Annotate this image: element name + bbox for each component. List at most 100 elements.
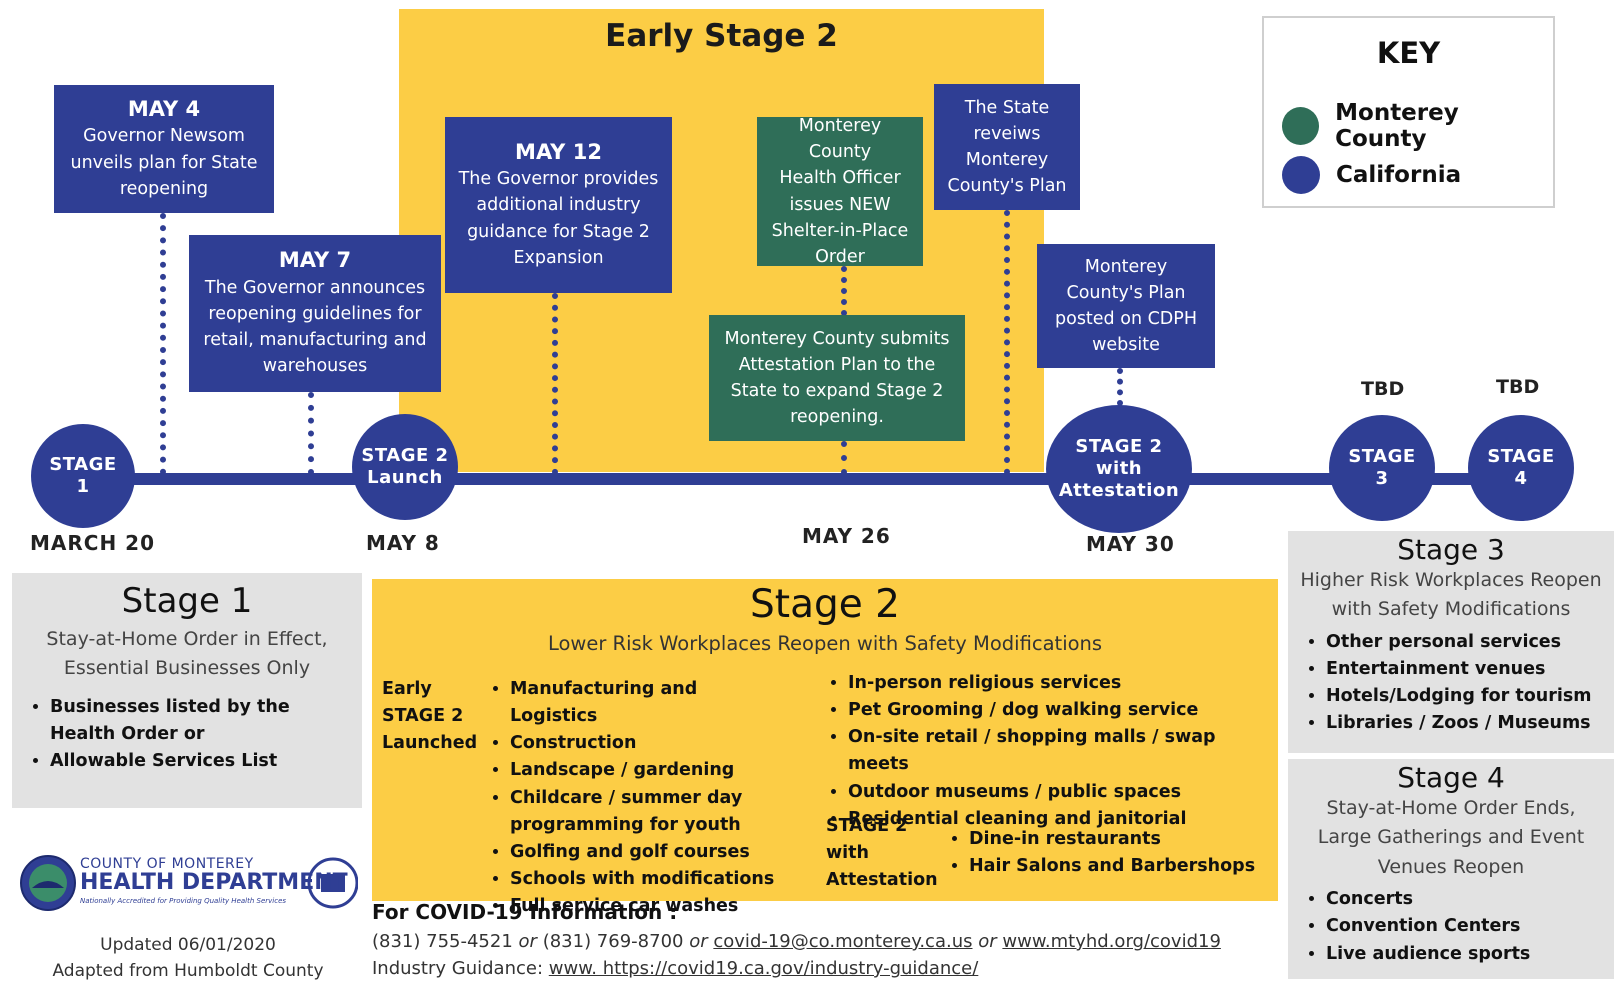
event-text: posted on CDPH	[1055, 309, 1197, 329]
or-text: or	[689, 931, 708, 952]
event-text: additional industry	[476, 195, 641, 216]
event-text: Monterey County	[798, 115, 882, 162]
key-label: California	[1336, 162, 1462, 188]
stage2-more-bullets: In-person religious services Pet Groomin…	[824, 670, 1264, 833]
panel-subtitle: Stay-at-Home Order in Effect,	[46, 628, 328, 650]
stage2-attestation-label: STAGE 2 with Attestation	[826, 813, 938, 894]
may7-connector	[308, 392, 314, 475]
updated-line: Adapted from Humboldt County	[52, 961, 324, 982]
green-dot-icon	[1282, 107, 1320, 145]
event-text: Monterey	[965, 150, 1049, 170]
logo-line2: HEALTH DEPARTMENT	[80, 870, 348, 895]
list-item: Full service car washes	[510, 893, 776, 920]
event-text: retail, manufacturing and	[203, 330, 427, 351]
list-item: Manufacturing and Logistics	[510, 676, 776, 730]
side-label: with	[826, 843, 869, 864]
blue-dot-icon	[1282, 156, 1320, 194]
panel-title: Stage 4	[1397, 761, 1505, 794]
legend-key: KEY Monterey County California	[1262, 16, 1555, 208]
industry-label: Industry Guidance:	[372, 958, 544, 979]
stage4-panel: Stage 4 Stay-at-Home Order Ends, Large G…	[1288, 759, 1614, 979]
stage1-panel: Stage 1 Stay-at-Home Order in Effect, Es…	[12, 573, 362, 808]
side-label: Launched	[382, 733, 478, 754]
event-text: The Governor announces	[204, 277, 426, 298]
list-item: Landscape / gardening	[510, 757, 776, 784]
event-text: reopening.	[790, 407, 884, 428]
panel-subtitle: with Safety Modifications	[1331, 598, 1571, 621]
list-item: Hair Salons and Barbershops	[969, 853, 1265, 880]
milestone-label: STAGE	[49, 454, 117, 476]
list-item: Concerts	[1326, 886, 1606, 913]
milestone-label: Launch	[367, 467, 443, 488]
side-label: Attestation	[826, 870, 938, 891]
list-item: Hotels/Lodging for tourism	[1326, 683, 1606, 710]
event-text: State to expand Stage 2	[730, 381, 944, 401]
panel-title: Stage 2	[750, 582, 900, 627]
event-text: Governor Newsom	[83, 126, 245, 147]
phone-1: (831) 755-4521	[372, 931, 513, 952]
health-department-logo: COUNTY OF MONTEREY HEALTH DEPARTMENT Nat…	[18, 852, 359, 914]
website-link[interactable]: www.mtyhd.org/covid19	[1002, 931, 1221, 952]
list-item: Construction	[510, 730, 776, 757]
event-text: warehouses	[262, 356, 368, 377]
list-item: Childcare / summer day programming for y…	[510, 785, 776, 839]
key-label: Monterey County	[1335, 100, 1459, 152]
milestone-label: STAGE 2	[1075, 436, 1163, 458]
stage2-panel	[372, 579, 1278, 901]
panel-subtitle: Essential Businesses Only	[63, 657, 311, 680]
event-may7: MAY 7 The Governor announces reopening g…	[189, 235, 441, 392]
event-posted-cdph: Monterey County's Plan posted on CDPH we…	[1037, 244, 1215, 368]
state-reviews-connector	[1004, 210, 1010, 475]
tbd-stage4: TBD	[1496, 376, 1540, 398]
early-stage2-launched-label: Early STAGE 2 Launched	[382, 676, 477, 757]
event-text: Order	[815, 247, 865, 267]
panel-subtitle: Large Gatherings and Event	[1317, 826, 1585, 849]
milestone-label: 4	[1514, 468, 1528, 489]
side-label: STAGE 2	[826, 816, 908, 836]
list-item: On-site retail / shopping malls / swap m…	[848, 724, 1264, 778]
shelter-connector	[841, 266, 847, 316]
event-text: Shelter-in-Place	[771, 220, 909, 241]
email-link[interactable]: covid-19@co.monterey.ca.us	[713, 931, 973, 952]
milestone-label: 3	[1375, 468, 1389, 489]
or-text: or	[978, 931, 997, 952]
industry-guidance-line: Industry Guidance: www. https://covid19.…	[372, 958, 978, 979]
event-text: Monterey	[1084, 256, 1168, 277]
event-date: MAY 12	[515, 139, 602, 164]
or-text: or	[518, 931, 537, 952]
may4-connector	[160, 213, 166, 475]
attestation-connector	[841, 441, 847, 475]
industry-link[interactable]: www. https://covid19.ca.gov/industry-gui…	[548, 958, 979, 979]
event-date: MAY 7	[278, 248, 352, 273]
event-shelter-in-place: Monterey County Health Officer issues NE…	[757, 116, 923, 267]
updated-line: Updated 06/01/2020	[100, 935, 276, 955]
side-label: STAGE 2	[382, 706, 464, 727]
event-state-reviews: The State reveiws Monterey County's Plan	[934, 84, 1080, 210]
panel-title: Stage 3	[1397, 533, 1505, 566]
logo-line1: COUNTY OF MONTEREY	[80, 856, 254, 872]
stage2-early-bullets: Manufacturing and Logistics Construction…	[486, 676, 776, 920]
date-may-30: MAY 30	[1086, 532, 1175, 556]
event-text: County's Plan	[1066, 282, 1186, 303]
key-item-california: California	[1282, 156, 1461, 194]
timeline-line	[80, 473, 1520, 485]
covid-contact-line: (831) 755-4521 or (831) 769-8700 or covi…	[372, 931, 1221, 952]
list-item: Golfing and golf courses	[510, 839, 776, 866]
event-text: County's Plan	[947, 176, 1067, 197]
panel-subtitle: Stay-at-Home Order Ends,	[1326, 797, 1576, 819]
event-text: website	[1092, 335, 1160, 356]
list-item: Outdoor museums / public spaces	[848, 779, 1264, 806]
stage2-attestation-bullets: Dine-in restaurants Hair Salons and Barb…	[945, 826, 1265, 880]
milestone-label: STAGE	[1487, 446, 1555, 468]
event-text: reveiws	[973, 123, 1041, 144]
stage4-bullets: Concerts Convention Centers Live audienc…	[1296, 886, 1606, 967]
stage3-panel: Stage 3 Higher Risk Workplaces Reopen wi…	[1288, 531, 1614, 753]
milestone-label: 1	[76, 476, 90, 497]
list-item: Live audience sports	[1326, 941, 1606, 968]
event-text: Attestation Plan to the	[738, 354, 936, 375]
date-may-26: MAY 26	[802, 524, 891, 548]
